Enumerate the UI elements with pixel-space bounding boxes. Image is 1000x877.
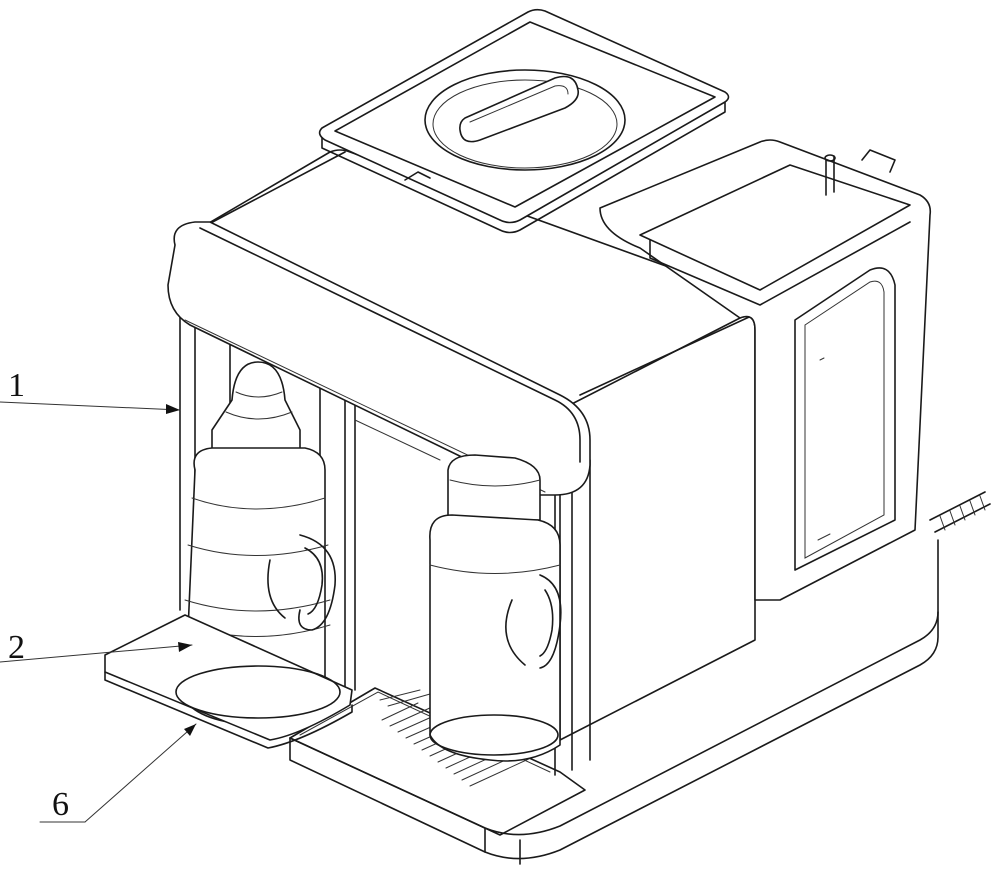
leader-line-6-slant [85, 724, 196, 822]
label-6-group: 6 [40, 724, 196, 823]
arrow-head-6 [184, 724, 196, 736]
reference-label-6: 6 [52, 786, 69, 823]
base-housing [290, 540, 938, 864]
water-tank [600, 140, 990, 600]
label-1-group: 1 [0, 367, 180, 414]
leader-line-1 [0, 402, 180, 410]
right-bottle [430, 455, 561, 761]
arrow-head-1 [166, 404, 180, 414]
reference-label-1: 1 [8, 367, 25, 404]
reference-label-2: 2 [8, 629, 25, 666]
